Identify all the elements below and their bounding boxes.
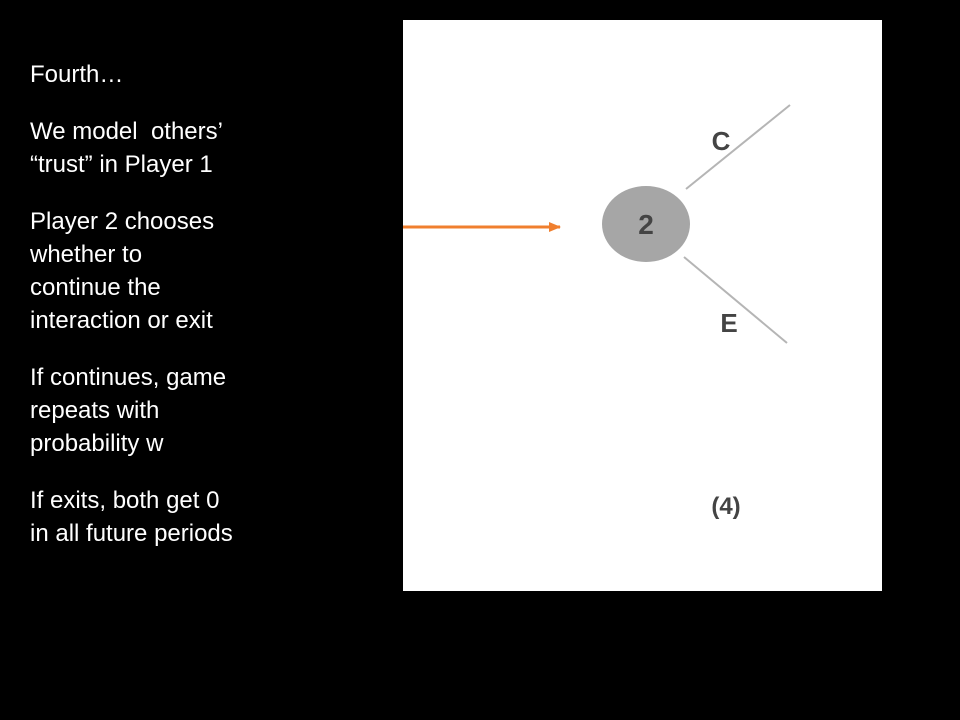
text-line: in all future periods [30,520,233,547]
text-line: probability w [30,430,164,457]
branch-exit-label: E [720,308,737,338]
text-line: repeats with [30,397,160,424]
game-tree-diagram: 2 C E (4) [403,20,882,591]
branch-continue-line [685,104,791,190]
payoff-label: (4) [711,493,740,520]
text-line: “trust” in Player 1 [30,151,213,178]
paragraph-trust: We model others’ “trust” in Player 1 [30,115,390,181]
heading-fourth: Fourth… [30,58,390,91]
text-line: continue the [30,274,161,301]
paragraph-exits: If exits, both get 0 in all future perio… [30,484,390,550]
branch-exit-line [683,256,788,344]
text-line: If continues, game [30,364,227,391]
text-line: whether to [30,241,143,268]
node-label: 2 [638,209,654,240]
player-2-node [602,186,690,262]
text-line: Fourth… [30,61,124,88]
paragraph-player2: Player 2 chooses whether to continue the… [30,205,390,337]
text-line: We model others’ [30,118,223,145]
text-line: interaction or exit [30,307,213,334]
game-tree-svg: 2 C E (4) [403,104,791,520]
text-line: If exits, both get 0 [30,487,220,514]
branch-continue-label: C [712,126,731,156]
paragraph-continues: If continues, game repeats with probabil… [30,361,390,460]
text-line: Player 2 chooses [30,208,215,235]
text-panel: Fourth… We model others’ “trust” in Play… [30,58,390,574]
